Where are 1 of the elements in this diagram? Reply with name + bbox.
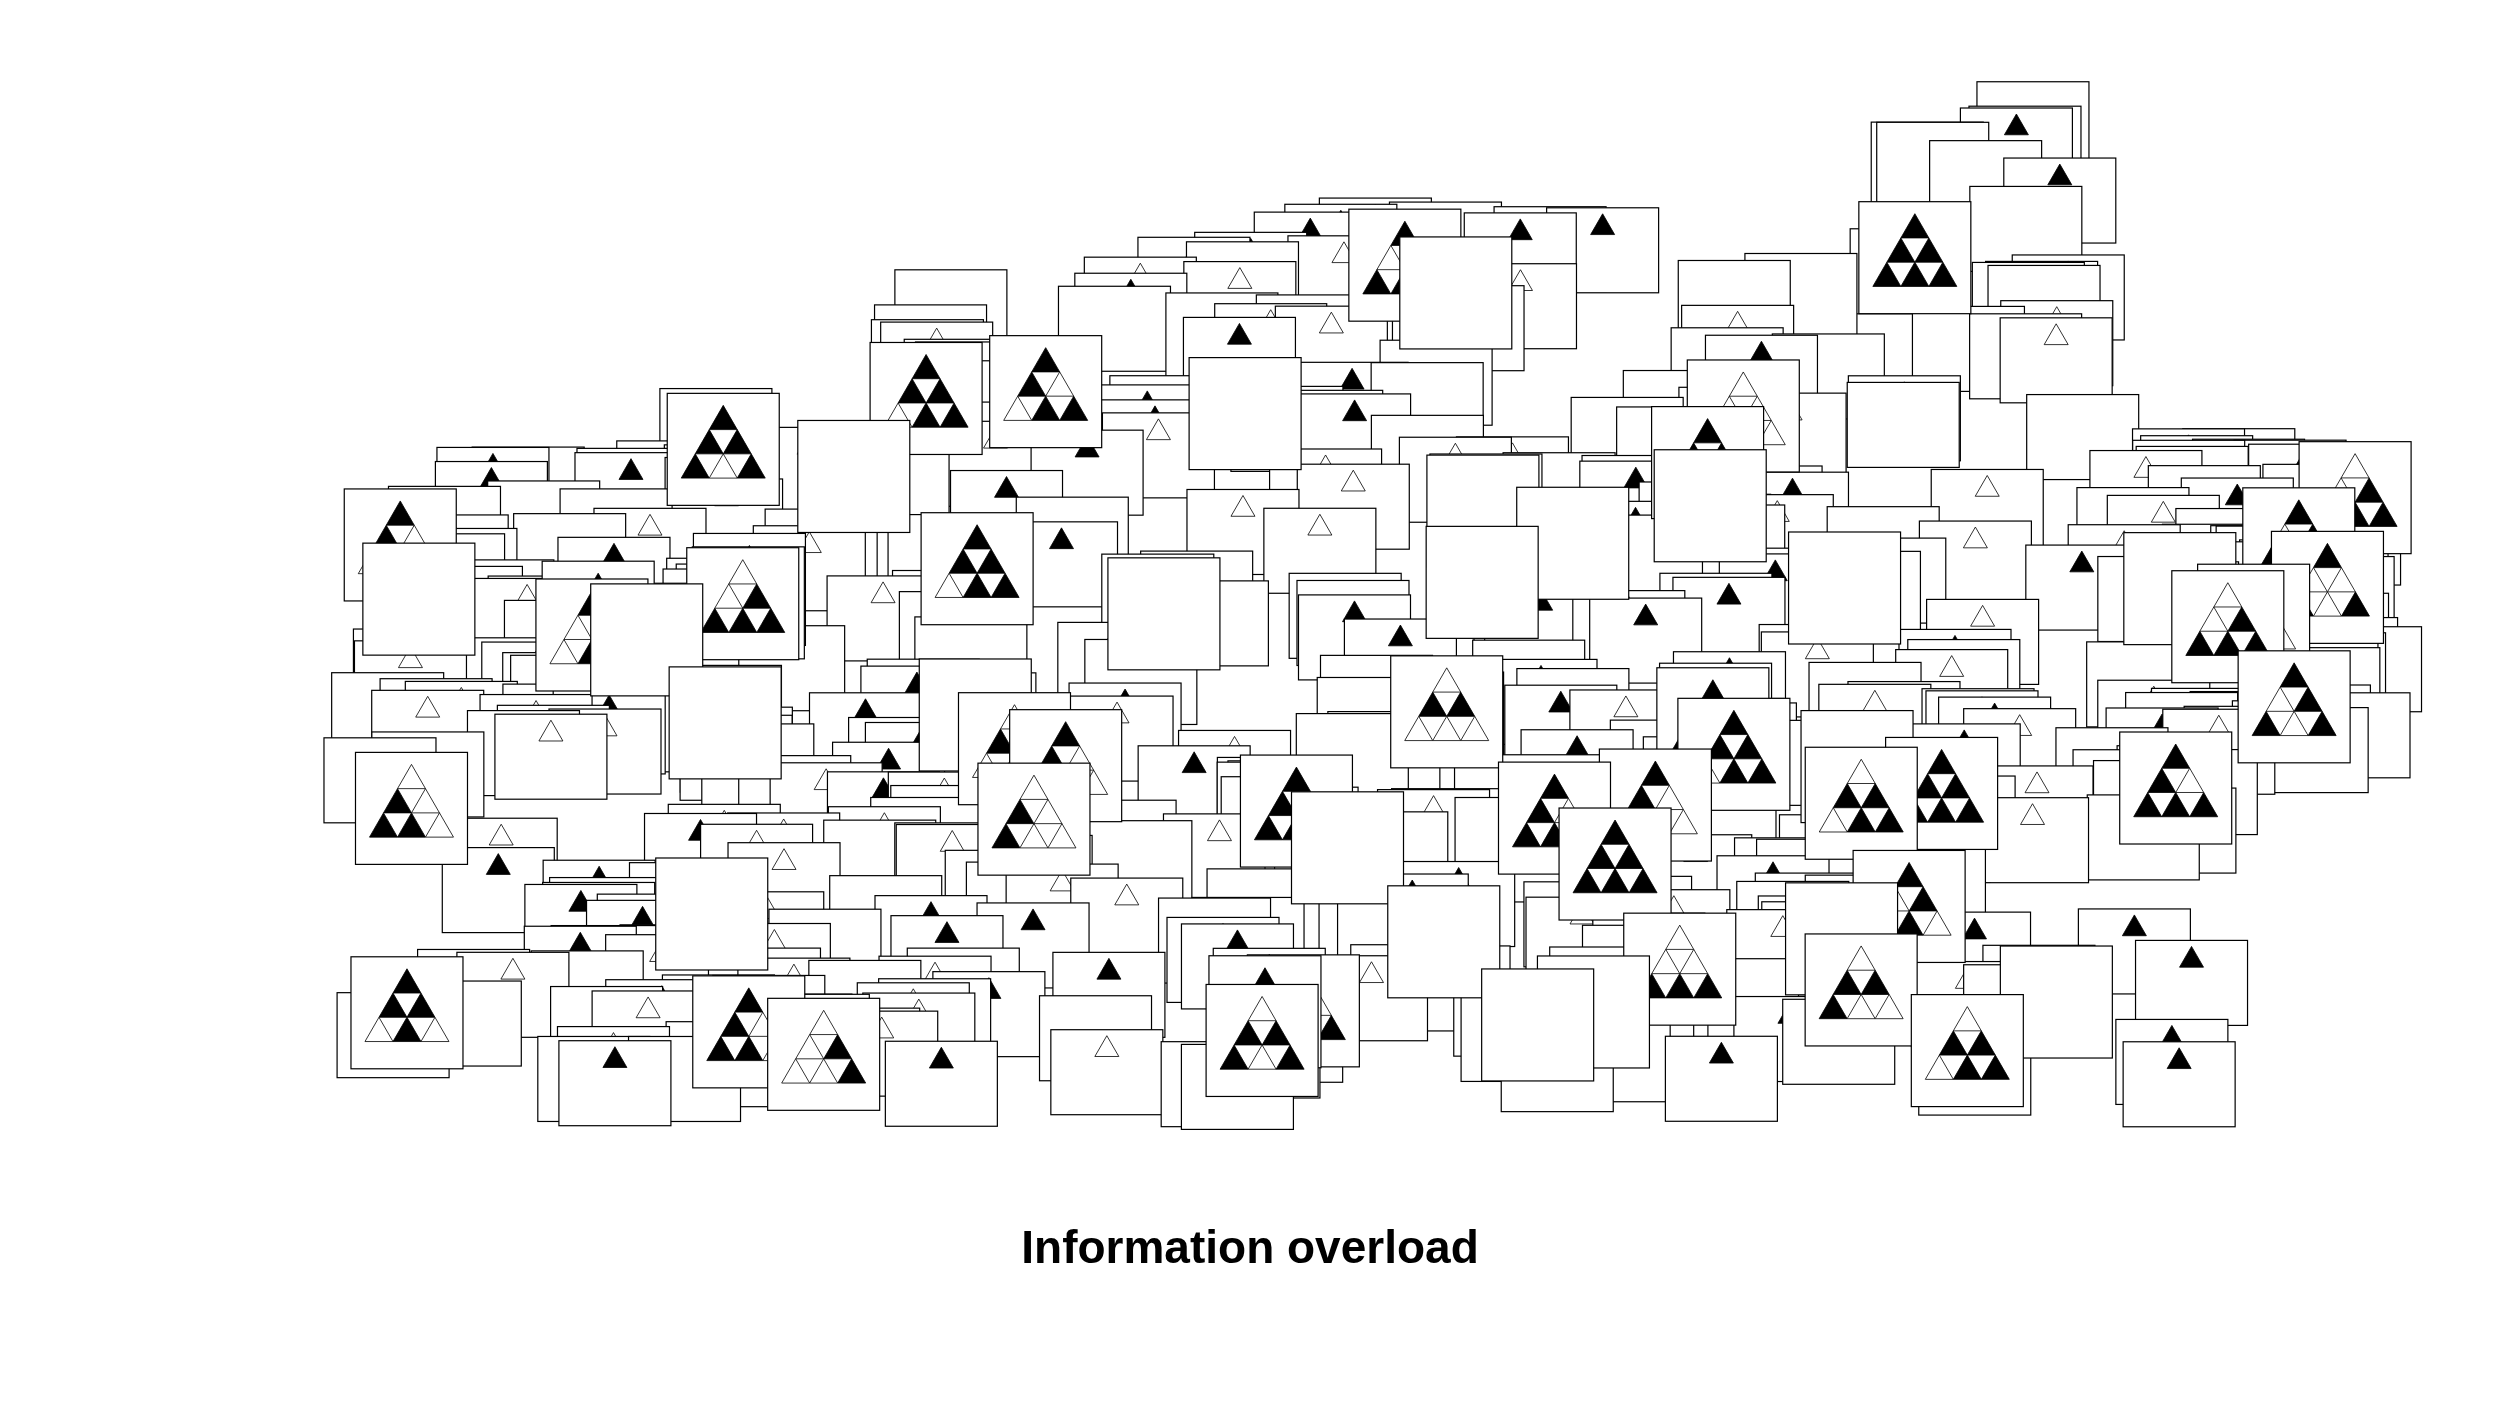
caption: Information overload — [1021, 1220, 1479, 1274]
